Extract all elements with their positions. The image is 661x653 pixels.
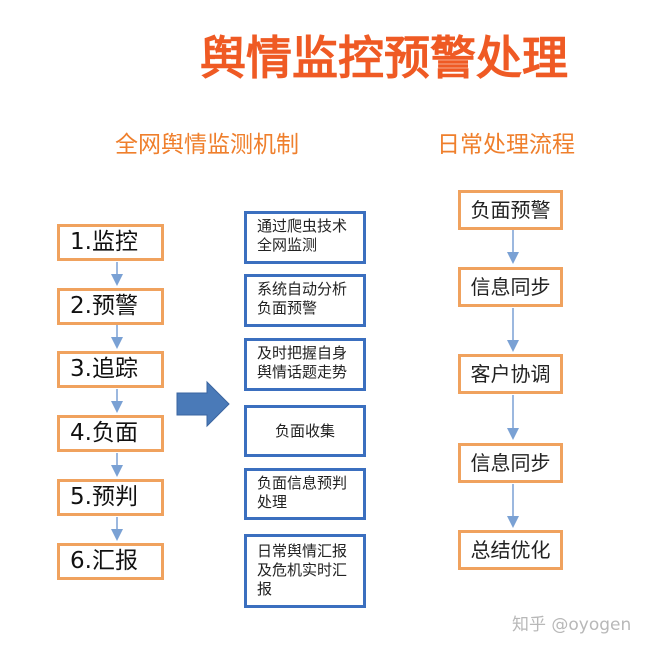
detail-line: 负面收集 — [274, 422, 335, 440]
detail-box-4: 负面收集 — [244, 405, 366, 457]
page-title: 舆情监控预警处理 — [200, 31, 568, 85]
detail-line: 处理 — [257, 493, 288, 511]
step-box-6: 6.汇报 — [57, 543, 164, 580]
step-box-3: 3.追踪 — [57, 351, 164, 388]
process-box-4: 信息同步 — [458, 443, 563, 483]
process-box-2: 信息同步 — [458, 267, 563, 307]
watermark: 知乎 @oyogen — [512, 615, 632, 635]
detail-line: 日常舆情汇报 — [257, 542, 348, 560]
detail-line: 全网监测 — [257, 236, 318, 254]
detail-line: 舆情话题走势 — [257, 363, 348, 381]
detail-line: 系统自动分析 — [257, 280, 348, 298]
step-box-2: 2.预警 — [57, 288, 164, 325]
left-heading: 全网舆情监测机制 — [115, 132, 299, 158]
detail-box-6: 日常舆情汇报 及危机实时汇 报 — [244, 534, 366, 608]
detail-line: 及时把握自身 — [257, 344, 348, 362]
detail-line: 及危机实时汇 — [257, 561, 348, 579]
detail-box-2: 系统自动分析 负面预警 — [244, 274, 366, 327]
right-heading: 日常处理流程 — [437, 132, 575, 158]
detail-line: 负面预警 — [257, 299, 318, 317]
process-box-1: 负面预警 — [458, 190, 563, 230]
detail-box-3: 及时把握自身 舆情话题走势 — [244, 338, 366, 391]
detail-box-5: 负面信息预判 处理 — [244, 468, 366, 520]
big-right-arrow — [176, 380, 230, 428]
step-box-5: 5.预判 — [57, 479, 164, 516]
detail-line: 通过爬虫技术 — [257, 217, 348, 235]
detail-line: 负面信息预判 — [257, 474, 348, 492]
process-box-5: 总结优化 — [458, 530, 563, 570]
process-box-3: 客户协调 — [458, 354, 563, 394]
step-box-1: 1.监控 — [57, 224, 164, 261]
step-box-4: 4.负面 — [57, 415, 164, 452]
detail-box-1: 通过爬虫技术 全网监测 — [244, 211, 366, 264]
detail-line: 报 — [257, 580, 273, 598]
